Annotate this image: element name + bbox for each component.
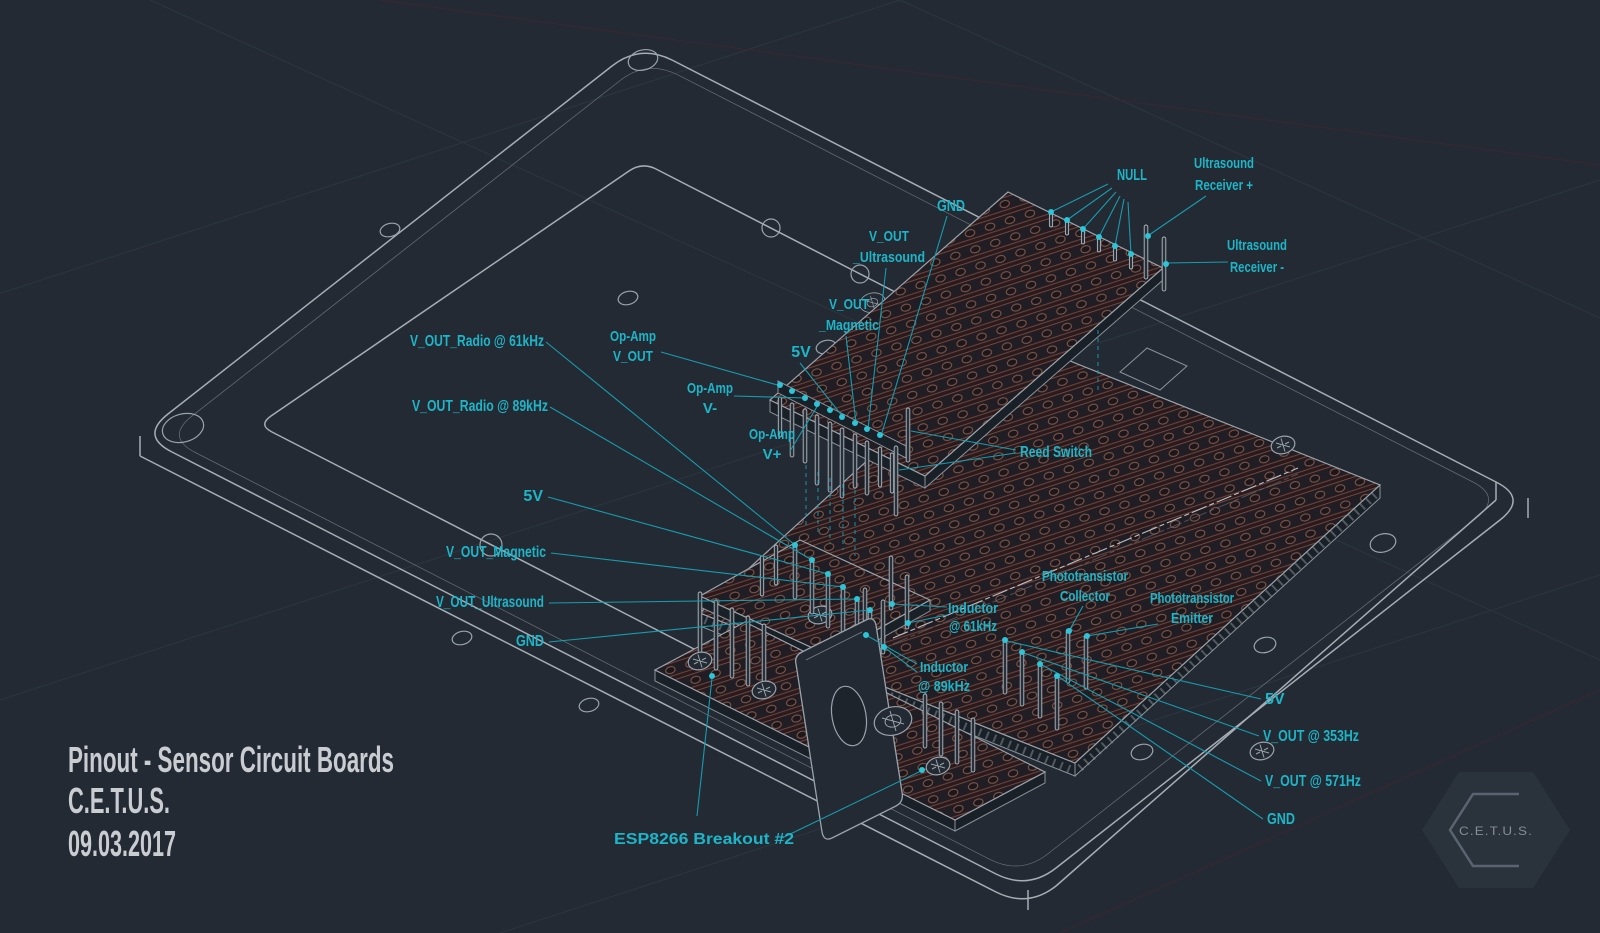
label-vout-magnetic-top-2: _Magnetic: [818, 317, 879, 334]
label-ultrasound-receiver-minus-2: Receiver -: [1230, 259, 1284, 276]
label-opamp-vplus-2: V+: [763, 446, 782, 463]
leader-lines: [545, 183, 1264, 839]
title-block: Pinout - Sensor Circuit Boards C.E.T.U.S…: [68, 739, 394, 864]
plate-holes: [161, 48, 1397, 761]
title-line3: 09.03.2017: [68, 823, 176, 864]
label-opamp-vminus: Op-Amp: [687, 380, 733, 397]
label-vout-571hz: V_OUT @ 571Hz: [1265, 773, 1361, 790]
label-inductor-61khz: Inductor: [948, 600, 998, 617]
label-gnd-right: GND: [1267, 811, 1295, 828]
label-inductor-89khz-2: @ 89kHz: [918, 678, 970, 695]
label-vout-ultrasound-top: V_OUT: [869, 228, 909, 245]
label-ultrasound-receiver-minus: Ultrasound: [1227, 237, 1287, 254]
label-vout-ultrasound-top-2: _Ultrasound: [852, 249, 925, 266]
label-vout-radio-61khz: V_OUT_Radio @ 61kHz: [410, 333, 544, 350]
label-inductor-89khz: Inductor: [920, 659, 968, 676]
label-vout-radio-89khz: V_OUT_Radio @ 89kHz: [412, 398, 548, 415]
board-notch: [1119, 347, 1188, 391]
label-opamp-vout-2: V_OUT: [613, 348, 653, 365]
pin-dots: [709, 209, 1169, 773]
label-opamp-vout: Op-Amp: [610, 328, 656, 345]
label-opamp-vplus: Op-Amp: [749, 426, 795, 443]
label-ultrasound-receiver-plus-2: Receiver +: [1195, 177, 1253, 194]
label-null: NULL: [1117, 167, 1147, 184]
label-5v-mid: 5V: [791, 344, 811, 361]
label-ultrasound-receiver-plus: Ultrasound: [1194, 155, 1254, 172]
label-gnd-top: GND: [937, 198, 965, 215]
label-vout-ultrasound-left: V_OUT_Ultrasound: [436, 594, 544, 611]
label-esp8266-breakout: ESP8266 Breakout #2: [614, 831, 794, 848]
cetus-logo: C.E.T.U.S.: [1422, 772, 1570, 888]
label-vout-353hz: V_OUT @ 353Hz: [1263, 728, 1359, 745]
title-line2: C.E.T.U.S.: [68, 780, 170, 821]
label-reed-switch: Reed Switch: [1020, 444, 1092, 461]
label-phototransistor-emitter: Phototransistor: [1150, 590, 1234, 607]
label-opamp-vminus-2: V-: [703, 400, 717, 417]
logo-hexagon-icon: [1422, 772, 1570, 888]
label-phototransistor-collector-2: Collector: [1060, 588, 1110, 605]
pin-labels: NULL Ultrasound Receiver + Ultrasound Re…: [410, 155, 1361, 848]
logo-hex-outline-icon: [1448, 792, 1519, 868]
label-5v-right: 5V: [1265, 691, 1285, 708]
label-5v-left: 5V: [523, 488, 543, 505]
label-vout-magnetic-top: V_OUT: [829, 296, 869, 313]
label-vout-magnetic-left: V_OUT_Magnetic: [446, 544, 546, 561]
base-plate: [139, 52, 1529, 910]
label-phototransistor-collector: Phototransistor: [1042, 568, 1128, 585]
label-phototransistor-emitter-2: Emitter: [1171, 610, 1213, 627]
logo-text: C.E.T.U.S.: [1459, 824, 1533, 838]
label-inductor-61khz-2: @ 61kHz: [949, 618, 997, 635]
bracket-slot: [830, 685, 868, 747]
title-line1: Pinout - Sensor Circuit Boards: [68, 739, 394, 780]
label-gnd-left: GND: [516, 633, 544, 650]
